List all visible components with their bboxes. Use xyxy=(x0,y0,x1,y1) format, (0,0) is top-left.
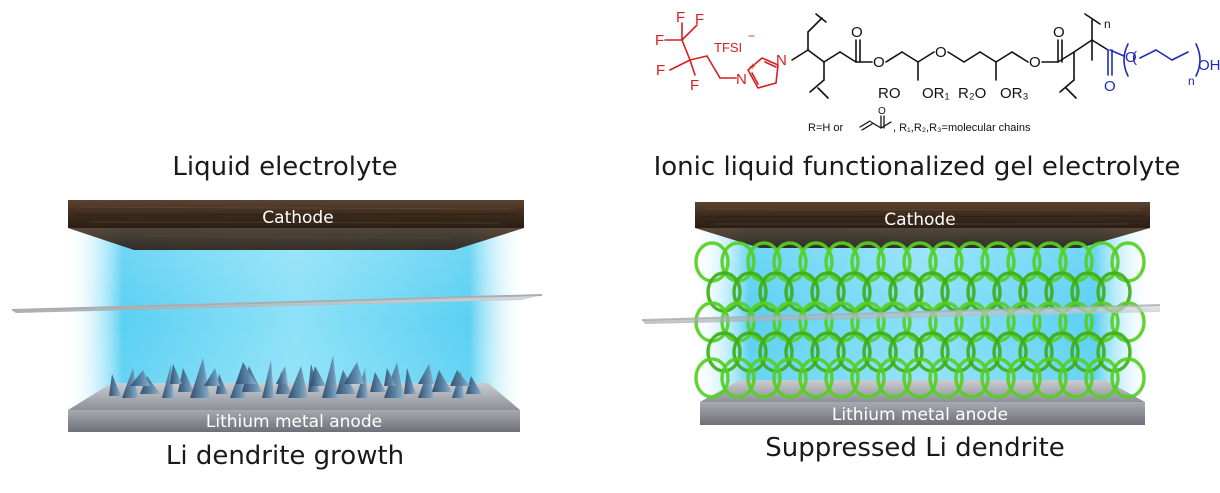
svg-text:F: F xyxy=(695,11,704,28)
dendrite-spike xyxy=(216,374,228,394)
svg-text:+: + xyxy=(749,61,755,73)
dendrite-spike xyxy=(466,376,482,394)
svg-text:O: O xyxy=(1125,49,1137,66)
anion-label: TFSI xyxy=(714,40,742,55)
structure-note-prefix: R=H or xyxy=(808,122,843,134)
gel-ring xyxy=(980,357,1016,399)
dendrite-spike xyxy=(344,362,364,384)
polymer-backbone xyxy=(791,13,1109,99)
right-panel-caption: Suppressed Li dendrite xyxy=(765,433,1065,463)
dendrite-spike xyxy=(262,360,274,398)
peg-side-chain xyxy=(1107,43,1201,77)
dendrite-spike xyxy=(310,366,326,386)
svg-text:OH: OH xyxy=(1198,57,1220,74)
dendrite-spike xyxy=(178,368,194,392)
dendrite-spike xyxy=(288,366,308,398)
gel-polymer-network xyxy=(694,241,1146,399)
cathode-label: Cathode xyxy=(262,208,333,228)
svg-text:N: N xyxy=(736,71,747,88)
gel-ring xyxy=(850,357,886,399)
gel-ring xyxy=(1084,357,1120,399)
dendrite-spike xyxy=(384,368,396,386)
gel-ring xyxy=(798,357,834,399)
gel-ring xyxy=(772,357,808,399)
separator-membrane xyxy=(11,294,543,313)
gel-ring xyxy=(954,357,990,399)
dendrite-spike xyxy=(450,370,470,386)
dendrite-spike xyxy=(384,362,404,398)
gel-ring xyxy=(1006,357,1042,399)
dendrite-spike xyxy=(432,370,452,392)
gel-ring xyxy=(824,357,860,399)
svg-text:N: N xyxy=(776,52,787,69)
lithium-dendrites xyxy=(109,356,482,398)
right-battery: Cathode Lithium metal anode xyxy=(641,202,1161,425)
acryloyl-icon xyxy=(859,115,892,131)
svg-text:R₂O: R₂O xyxy=(958,85,986,102)
gel-ring xyxy=(694,357,730,399)
gel-ring xyxy=(746,357,782,399)
left-panel-caption: Li dendrite growth xyxy=(165,441,405,471)
svg-text:−: − xyxy=(748,29,755,43)
svg-text:F: F xyxy=(655,32,664,49)
dendrite-spike xyxy=(236,362,256,384)
svg-text:O: O xyxy=(873,54,885,71)
svg-text:OR₃: OR₃ xyxy=(1000,85,1029,102)
svg-text:O: O xyxy=(935,44,947,61)
gel-ring xyxy=(902,357,938,399)
dendrite-spike xyxy=(122,368,138,398)
dendrite-spike xyxy=(170,364,182,384)
dendrite-spike xyxy=(322,356,338,398)
structure-note-suffix: , R₁,R₂,R₃=molecular chains xyxy=(893,122,1031,134)
fluoroalkyl-chain xyxy=(664,22,737,79)
svg-text:O: O xyxy=(1104,78,1116,95)
dendrite-spike xyxy=(109,374,121,396)
gel-ring xyxy=(928,357,964,399)
svg-text:F: F xyxy=(676,9,685,26)
left-panel-title: Liquid electrolyte xyxy=(172,152,398,182)
svg-text:O: O xyxy=(1053,24,1065,41)
dendrite-spike xyxy=(162,364,174,398)
polymer-chemical-structure: F F F F F N + N TFSI − xyxy=(655,9,1220,134)
gel-ring xyxy=(720,357,756,399)
dendrite-spike xyxy=(370,372,386,392)
gel-ring xyxy=(1110,357,1146,399)
dendrite-spike xyxy=(276,366,288,384)
dendrite-spike xyxy=(130,370,150,386)
svg-text:OR₁: OR₁ xyxy=(922,85,950,102)
gel-ring xyxy=(876,357,912,399)
right-panel-title: Ionic liquid functionalized gel electrol… xyxy=(653,152,1181,182)
svg-text:n: n xyxy=(1104,17,1111,31)
dendrite-spike xyxy=(418,364,434,384)
svg-text:O: O xyxy=(851,24,863,41)
svg-text:O: O xyxy=(1029,54,1041,71)
dendrite-spike xyxy=(204,368,220,386)
svg-text:n: n xyxy=(1188,74,1195,88)
gel-ring xyxy=(1032,357,1068,399)
anode-label: Lithium metal anode xyxy=(206,412,382,432)
svg-text:F: F xyxy=(690,77,699,94)
dendrite-spike xyxy=(404,368,416,394)
cathode-slab xyxy=(68,200,524,250)
left-battery: Cathode Lithium metal anode xyxy=(11,200,543,432)
cathode-label: Cathode xyxy=(884,210,955,230)
dendrite-spike xyxy=(190,358,210,398)
separator-membrane xyxy=(641,304,1161,324)
svg-text:RO: RO xyxy=(878,85,901,102)
anode-label: Lithium metal anode xyxy=(832,405,1008,425)
imidazolium-ring xyxy=(747,57,779,89)
svg-text:(: ( xyxy=(1132,49,1137,66)
gel-ring xyxy=(1058,357,1094,399)
svg-text:F: F xyxy=(656,62,665,79)
cathode-slab xyxy=(695,202,1150,248)
svg-text:O: O xyxy=(878,106,886,117)
dendrite-spike xyxy=(140,376,160,394)
